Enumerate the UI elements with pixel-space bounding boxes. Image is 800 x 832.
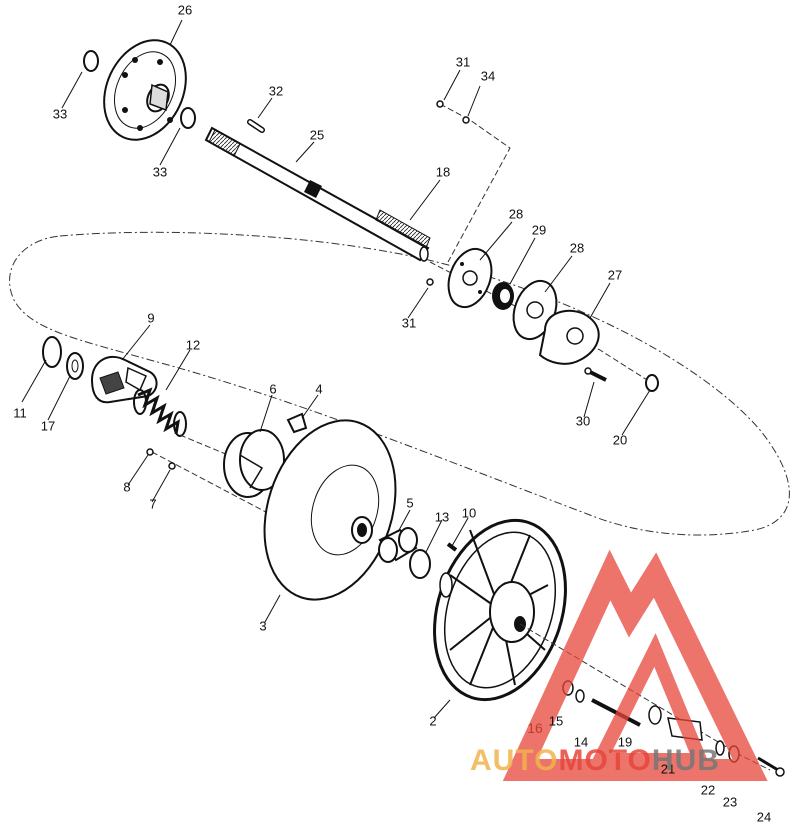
label-part-33-top: 33 bbox=[52, 106, 68, 122]
label-part-10: 10 bbox=[461, 505, 477, 521]
part-31-bolt-bottom bbox=[426, 278, 434, 286]
label-part-7: 7 bbox=[149, 496, 157, 512]
label-part-19: 19 bbox=[617, 734, 633, 750]
label-part-14: 14 bbox=[573, 734, 589, 750]
label-part-18: 18 bbox=[435, 164, 451, 180]
part-7-washer bbox=[168, 462, 176, 470]
label-part-16: 16 bbox=[527, 720, 543, 736]
label-part-21: 21 bbox=[660, 761, 676, 777]
label-part-6: 6 bbox=[269, 381, 277, 397]
label-part-4: 4 bbox=[315, 381, 323, 397]
label-part-23: 23 bbox=[722, 794, 738, 810]
label-part-15: 15 bbox=[548, 713, 564, 729]
label-part-31-top: 31 bbox=[455, 54, 471, 70]
label-part-28-left: 28 bbox=[508, 206, 524, 222]
label-part-31-bottom: 31 bbox=[401, 315, 417, 331]
part-24-screw bbox=[757, 756, 785, 777]
part-32-pin bbox=[247, 119, 265, 133]
part-16-washer bbox=[575, 689, 585, 703]
part-29-bearing bbox=[492, 282, 514, 310]
part-5-bushing bbox=[378, 527, 418, 563]
part-12-spring bbox=[133, 387, 187, 437]
label-part-30: 30 bbox=[575, 413, 591, 429]
part-6-bushing bbox=[223, 429, 285, 498]
label-part-34: 34 bbox=[480, 68, 496, 84]
part-2-fixed-sheave bbox=[433, 518, 567, 702]
leader-lines bbox=[21, 19, 651, 719]
label-part-20: 20 bbox=[612, 432, 628, 448]
part-17-washer bbox=[66, 352, 84, 380]
label-part-22: 22 bbox=[700, 782, 716, 798]
part-8-screw bbox=[146, 448, 154, 456]
part-30-bolt bbox=[584, 367, 607, 382]
label-part-33-bottom: 33 bbox=[152, 164, 168, 180]
label-part-28-right: 28 bbox=[569, 240, 585, 256]
watermark-text: AUTOMOTOHUB bbox=[470, 744, 720, 778]
part-28-plate-left bbox=[447, 247, 493, 309]
label-part-5: 5 bbox=[406, 495, 414, 511]
part-22-washer bbox=[715, 740, 725, 756]
part-25-shaft bbox=[204, 126, 431, 262]
label-part-17: 17 bbox=[40, 418, 56, 434]
part-31-bolt-top bbox=[436, 100, 444, 108]
part-20-nut bbox=[645, 374, 659, 392]
watermark-auto: AUTO bbox=[470, 744, 559, 777]
label-part-26: 26 bbox=[177, 2, 193, 18]
label-part-24: 24 bbox=[756, 809, 772, 825]
part-33-oring-bottom bbox=[180, 107, 196, 129]
label-part-11: 11 bbox=[13, 405, 27, 421]
part-27-bracket bbox=[538, 309, 600, 365]
part-11-ring bbox=[42, 336, 62, 368]
label-part-32: 32 bbox=[268, 83, 284, 99]
part-34-washer bbox=[462, 116, 470, 124]
part-4-clip bbox=[286, 412, 308, 434]
part-33-oring-top bbox=[83, 50, 99, 72]
part-13-ring bbox=[409, 549, 431, 579]
watermark-hub: HUB bbox=[651, 744, 720, 777]
label-part-13: 13 bbox=[434, 509, 450, 525]
label-part-29: 29 bbox=[531, 222, 547, 238]
drive-belt-outline bbox=[9, 231, 790, 536]
watermark-logo bbox=[502, 549, 768, 781]
label-part-2: 2 bbox=[429, 713, 437, 729]
part-19-spacer bbox=[648, 705, 662, 725]
label-part-12: 12 bbox=[185, 337, 201, 353]
label-part-8: 8 bbox=[123, 479, 131, 495]
part-26-fixed-plate bbox=[103, 39, 187, 141]
label-part-9: 9 bbox=[147, 310, 155, 326]
part-10-pin bbox=[446, 542, 458, 552]
label-part-3: 3 bbox=[259, 618, 267, 634]
label-part-25: 25 bbox=[309, 127, 325, 143]
part-3-movable-sheave bbox=[263, 419, 397, 601]
label-part-27: 27 bbox=[607, 267, 623, 283]
watermark-moto: MOTO bbox=[558, 744, 652, 777]
